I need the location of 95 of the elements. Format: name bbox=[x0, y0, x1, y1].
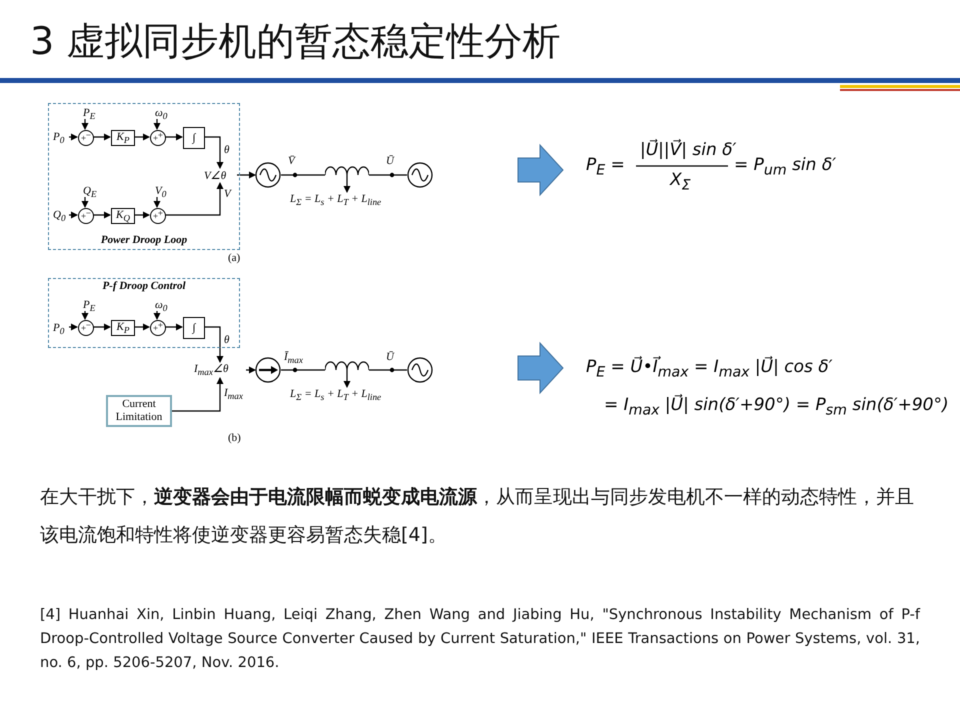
dashed-group-box bbox=[48, 103, 240, 250]
summing-junction bbox=[78, 130, 94, 146]
summing-junction bbox=[150, 320, 166, 336]
arrow bbox=[93, 134, 111, 140]
wire bbox=[369, 369, 407, 371]
signal-label: Q$_{0}$ bbox=[53, 208, 70, 223]
node-voltage-label: Ū bbox=[386, 350, 394, 364]
sign-mark: − bbox=[86, 131, 91, 140]
sign-mark: + bbox=[158, 131, 163, 140]
arrow bbox=[204, 326, 224, 363]
arrow bbox=[134, 212, 150, 218]
signal-label: ω$_{0}$ bbox=[155, 106, 177, 120]
arrow bbox=[246, 366, 256, 374]
arrow bbox=[344, 370, 350, 388]
inductor-symbol bbox=[325, 166, 369, 175]
edge-label: I$_{max}$ bbox=[224, 387, 243, 402]
arrow bbox=[172, 377, 224, 412]
group-title: Power Droop Loop bbox=[100, 234, 188, 246]
ac-source-symbol bbox=[407, 162, 433, 188]
arrow bbox=[344, 175, 350, 193]
signal-label: V$_{0}$ bbox=[155, 184, 177, 198]
signal-label: P$_{0}$ bbox=[53, 130, 70, 145]
current-label: Ī$_{max}$ bbox=[284, 350, 303, 368]
equation: P$_{E}$ = bbox=[586, 155, 625, 178]
gain-block: K$_{P}$ bbox=[111, 320, 135, 336]
edge-label: θ bbox=[224, 144, 230, 156]
node-voltage-label: Ū bbox=[386, 154, 394, 168]
process-box: Current Limitation bbox=[106, 395, 172, 427]
arrow bbox=[69, 134, 78, 140]
sign-mark: − bbox=[86, 209, 91, 218]
plus-sign: + bbox=[153, 324, 158, 333]
group-title: P-f Droop Control bbox=[101, 280, 187, 292]
signal-label: L$_{Σ}$ = L$_{s}$ + L$_{T}$ + L$_{line}$ bbox=[290, 387, 410, 405]
arrow bbox=[165, 324, 183, 330]
arrow bbox=[82, 119, 88, 130]
summing-junction bbox=[78, 320, 94, 336]
signal-label: P$_{E}$ bbox=[83, 298, 105, 312]
reference-text: [4] Huanhai Xin, Linbin Huang, Leiqi Zhang, Zhen Wang and Jiabing Hu, "Synchronous Instability Mechanism of P-f Droop-Controlled Voltage Source Converter Caused by Current Saturation," IEEE Transactions on Power Systems, vol. 31, no. 6, pp. 5206-5207, Nov. 2016. bbox=[40, 606, 920, 673]
summing-junction bbox=[150, 130, 166, 146]
plus-sign: + bbox=[81, 134, 86, 143]
arrow bbox=[165, 134, 183, 140]
body-text: 在大干扰下，逆变器会由于电流限幅而蜕变成电流源，从而呈现出与同步发电机不一样的动态特性，并且该电流饱和特性将使逆变器更容易暂态失稳[4]。 bbox=[40, 485, 915, 548]
arrow bbox=[69, 212, 78, 218]
arrow bbox=[82, 197, 88, 208]
slide-title: 3 虚拟同步机的暂态稳定性分析 bbox=[30, 18, 560, 65]
equation: = I$_{max}$ |U⃗| sin(δ′+90°) = P$_{sm}$ sin(δ′+90°) bbox=[604, 395, 949, 418]
inductor-symbol bbox=[325, 361, 369, 370]
gain-block: K$_{P}$ bbox=[111, 130, 135, 146]
sign-mark: + bbox=[158, 321, 163, 330]
signal-label: P$_{E}$ bbox=[83, 106, 105, 120]
current-source-symbol bbox=[255, 357, 281, 383]
signal-label: I$_{max}$∠θ bbox=[194, 362, 246, 378]
edge-label: V bbox=[224, 188, 231, 200]
signal-label: P$_{0}$ bbox=[53, 321, 70, 336]
summing-junction bbox=[150, 208, 166, 224]
signal-label: V∠θ bbox=[204, 169, 238, 184]
equation: |U⃗||V⃗| sin δ′ bbox=[640, 140, 736, 160]
signal-label: ω$_{0}$ bbox=[155, 298, 177, 312]
equation: P$_{E}$ = U⃗•I⃗$_{max}$ = I$_{max}$ |U⃗| cos δ′ bbox=[586, 357, 833, 380]
plus-sign: + bbox=[153, 212, 158, 221]
sign-mark: + bbox=[158, 209, 163, 218]
ac-source-symbol bbox=[255, 162, 281, 188]
gain-block: K$_{Q}$ bbox=[111, 208, 135, 224]
arrow bbox=[134, 324, 150, 330]
panel-label: (b) bbox=[228, 432, 241, 444]
signal-label: Q$_{E}$ bbox=[83, 184, 105, 198]
wire bbox=[281, 174, 325, 176]
arrow bbox=[93, 324, 111, 330]
signal-label: L$_{Σ}$ = L$_{s}$ + L$_{T}$ + L$_{line}$ bbox=[290, 192, 410, 210]
gain-block: ∫ bbox=[183, 317, 205, 339]
summing-junction bbox=[78, 208, 94, 224]
equation: = P$_{um}$ sin δ′ bbox=[734, 155, 836, 178]
arrow bbox=[204, 136, 224, 169]
plus-sign: + bbox=[81, 324, 86, 333]
arrow bbox=[154, 311, 160, 320]
node-voltage-label: V̄ bbox=[288, 154, 295, 168]
arrow bbox=[154, 119, 160, 130]
gain-block: ∫ bbox=[183, 127, 205, 149]
equation: X$_{Σ}$ bbox=[670, 170, 691, 194]
panel-label: (a) bbox=[228, 252, 240, 264]
ac-source-symbol bbox=[407, 357, 433, 383]
arrow bbox=[237, 172, 256, 178]
sign-mark: − bbox=[86, 321, 91, 330]
plus-sign: + bbox=[81, 212, 86, 221]
dashed-group-box bbox=[48, 278, 240, 348]
arrow bbox=[82, 311, 88, 320]
arrow bbox=[93, 212, 111, 218]
wire bbox=[369, 174, 407, 176]
plus-sign: + bbox=[153, 134, 158, 143]
arrow bbox=[165, 182, 224, 216]
arrow bbox=[69, 324, 78, 330]
edge-label: θ bbox=[224, 334, 230, 346]
arrow bbox=[154, 197, 160, 208]
wire bbox=[281, 369, 325, 371]
arrow bbox=[134, 134, 150, 140]
